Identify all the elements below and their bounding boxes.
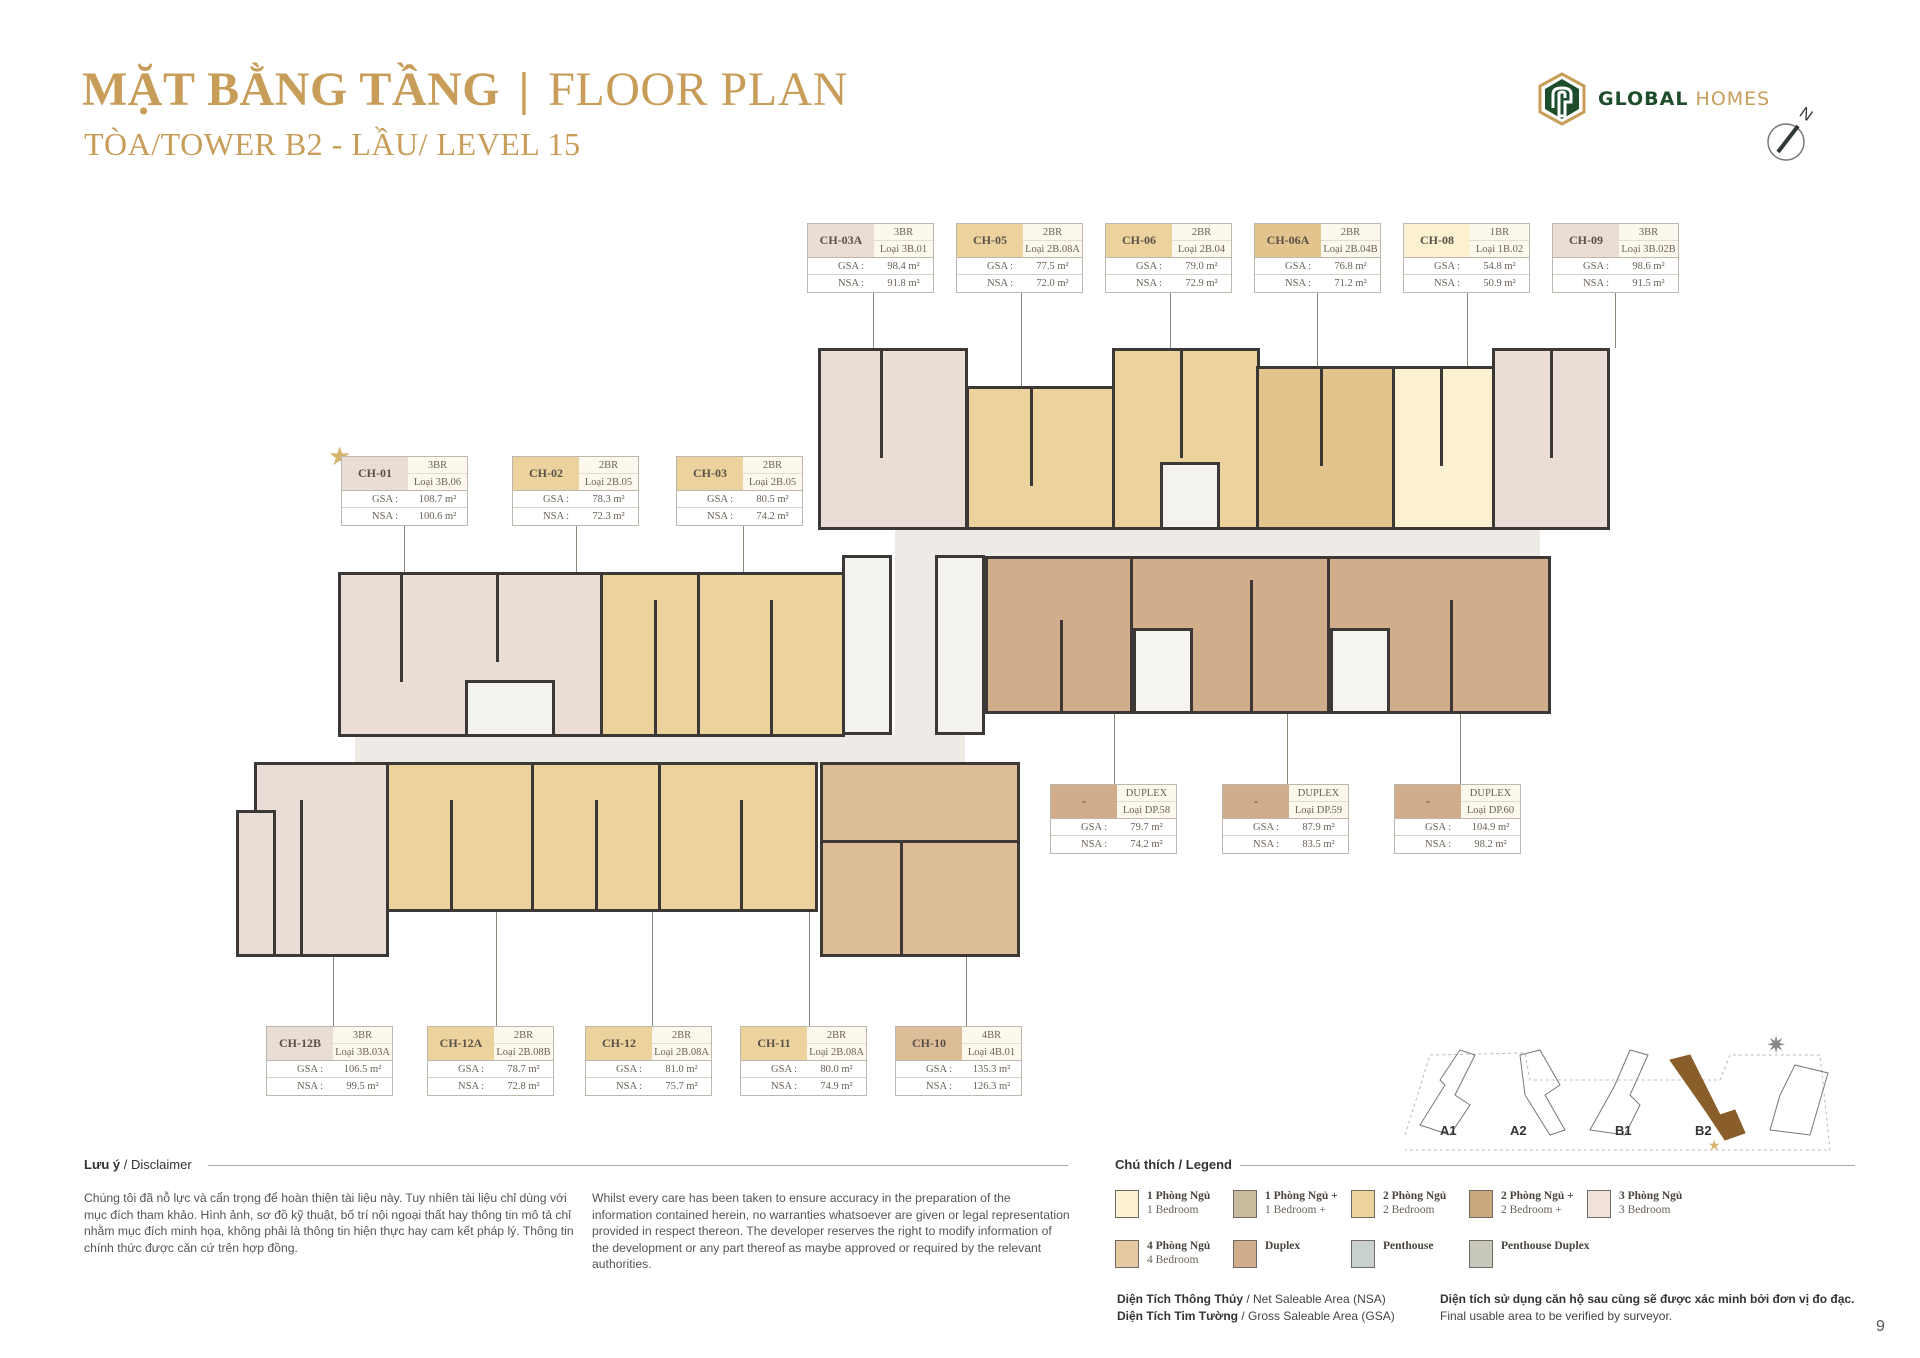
- global-homes-logo-icon: [1538, 72, 1586, 126]
- north-compass-icon: N: [1767, 104, 1815, 161]
- legend-item: Penthouse Duplex: [1469, 1240, 1590, 1268]
- disclaimer-text-vn: Chúng tôi đã nỗ lực và cẩn trọng để hoàn…: [84, 1191, 574, 1255]
- disclaimer-text-en: Whilst every care has been taken to ensu…: [592, 1191, 1070, 1271]
- unit-duplex-dp58[interactable]: [985, 556, 1133, 714]
- unit-ch-06a[interactable]: [1256, 366, 1396, 530]
- elevator-core-east: [935, 555, 985, 735]
- void-dp60: [1330, 628, 1390, 714]
- void-dp59: [1133, 628, 1193, 714]
- site-key-map: A1 A2 B1 B2 ★ ✷: [1404, 1033, 1831, 1154]
- legend-item: 1 Phòng Ngủ +1 Bedroom +: [1233, 1190, 1338, 1218]
- area-definitions: Diện Tích Thông Thủy / Net Saleable Area…: [1117, 1292, 1395, 1323]
- svg-text:A2: A2: [1510, 1123, 1527, 1138]
- divider: [1240, 1165, 1855, 1166]
- unit-ch-11[interactable]: [658, 762, 818, 912]
- stair-west: [465, 680, 555, 737]
- svg-text:A1: A1: [1440, 1123, 1457, 1138]
- svg-text:B2: B2: [1695, 1123, 1712, 1138]
- unit-ch-08[interactable]: [1392, 366, 1496, 530]
- svg-text:✷: ✷: [1766, 1033, 1786, 1059]
- svg-text:N: N: [1796, 104, 1815, 125]
- unit-ch-10[interactable]: [820, 762, 1020, 957]
- unit-ch-03a[interactable]: [818, 348, 968, 530]
- legend-item: Penthouse: [1351, 1240, 1433, 1268]
- divider: [208, 1165, 1068, 1166]
- title-separator: |: [518, 63, 530, 116]
- unit-ch-12a[interactable]: [386, 762, 534, 912]
- svg-text:B1: B1: [1615, 1123, 1632, 1138]
- legend-heading: Chú thích / Legend: [1115, 1157, 1232, 1172]
- legend-item: 2 Phòng Ngủ +2 Bedroom +: [1469, 1190, 1574, 1218]
- title-en: FLOOR PLAN: [548, 63, 848, 116]
- brand-name: GLOBAL HOMES: [1598, 88, 1771, 110]
- unit-ch-02[interactable]: [600, 572, 700, 737]
- page-number: 9: [1876, 1318, 1885, 1335]
- legend-item: Duplex: [1233, 1240, 1300, 1268]
- unit-ch-12b-wing: [236, 810, 276, 957]
- page-subtitle: TÒA/TOWER B2 - LẦU/ LEVEL 15: [84, 126, 581, 162]
- page-title: MẶT BẰNG TẦNG | FLOOR PLAN: [82, 62, 848, 117]
- stair-north: [1160, 462, 1220, 530]
- title-vn: MẶT BẰNG TẦNG: [82, 63, 501, 116]
- unit-ch-05[interactable]: [966, 386, 1116, 530]
- elevator-core-west: [842, 555, 892, 735]
- disclaimer-heading: Lưu ý / Disclaimer: [84, 1157, 192, 1172]
- brand-logo: GLOBAL HOMES: [1538, 72, 1770, 126]
- surveyor-note: Diện tích sử dụng căn hộ sau cùng sẽ đượ…: [1440, 1292, 1855, 1323]
- svg-text:★: ★: [1708, 1139, 1721, 1154]
- corridor-west: [355, 735, 965, 767]
